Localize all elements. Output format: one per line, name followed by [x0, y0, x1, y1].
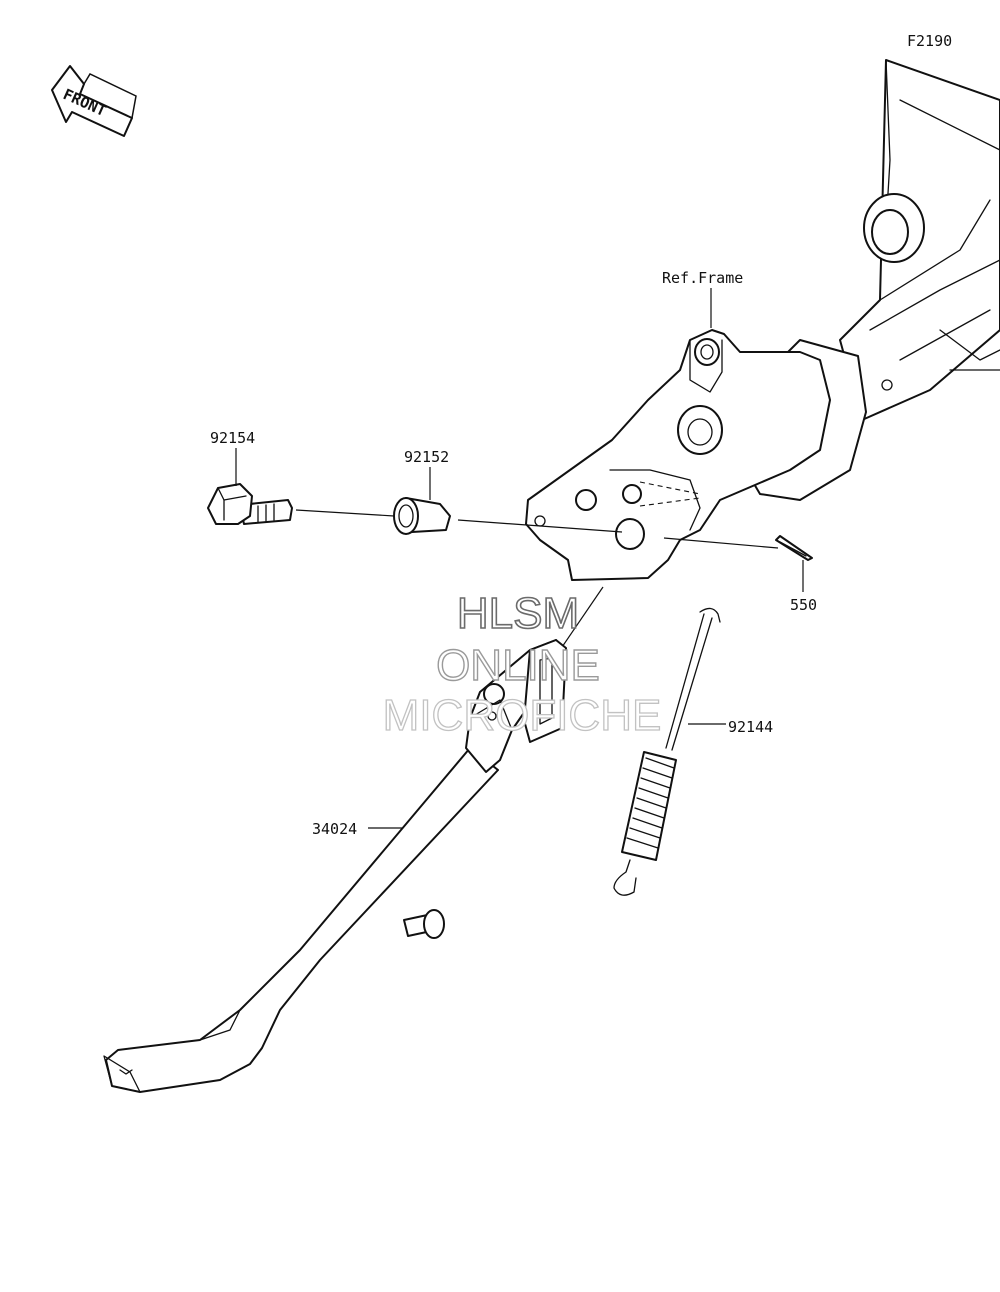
frame-body — [525, 59, 1000, 581]
axis-line-4 — [559, 586, 604, 651]
bolt-label: 92154 — [210, 429, 255, 447]
side-stand-34024 — [103, 639, 567, 1093]
figure-code: F2190 — [907, 32, 952, 50]
front-arrow-icon: FRONT — [51, 65, 137, 137]
collar-92152 — [393, 497, 451, 535]
spring-92144 — [613, 607, 721, 896]
spring-label: 92144 — [728, 718, 773, 736]
watermark-line-1: HLSM — [457, 589, 579, 638]
watermark: HLSM ONLINE MICROFICHE — [382, 588, 662, 740]
axis-line-3 — [663, 537, 779, 549]
collar-label: 92152 — [404, 448, 449, 466]
bolt-92154 — [207, 483, 293, 525]
cotter-pin-label: 550 — [790, 596, 817, 614]
axis-line-2 — [457, 519, 623, 533]
watermark-line-2: ONLINE — [436, 641, 600, 690]
cotter-pin-550 — [775, 535, 813, 561]
watermark-line-3: MICROFICHE — [383, 691, 662, 740]
side-stand-label: 34024 — [312, 820, 357, 838]
ref-frame-label: Ref.Frame — [662, 269, 743, 287]
axis-line-1 — [295, 509, 395, 517]
